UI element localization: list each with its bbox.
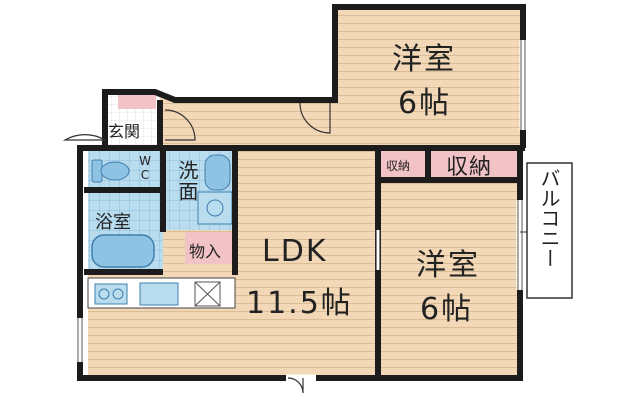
stove — [94, 283, 128, 305]
ldk-size: 11.5帖 — [246, 286, 353, 321]
hall-door-swing — [299, 102, 331, 134]
western-room-top-size: 6帖 — [398, 86, 452, 121]
washing-machine-area — [197, 191, 233, 225]
hallway-floor — [155, 95, 335, 148]
washroom-label: 洗面 — [175, 160, 199, 202]
ldk-name: LDK — [262, 234, 328, 269]
window-frames — [77, 40, 526, 362]
storage-ldk — [185, 232, 235, 264]
entrance-label: 玄関 — [108, 122, 141, 141]
burner-right-icon — [112, 288, 124, 300]
western-room-right-name: 洋室 — [416, 248, 480, 283]
kitchen-sink — [139, 282, 179, 306]
storage-small — [378, 148, 428, 180]
storage-ldk-label: 物入 — [189, 242, 222, 261]
fridge-cross-icon — [194, 281, 221, 307]
western-room-top-floor — [335, 10, 520, 148]
toilet-label: WC — [138, 154, 152, 182]
storage-small-label: 収納 — [386, 159, 411, 173]
entrance-step — [118, 95, 156, 109]
entrance-door — [62, 134, 106, 141]
walls — [77, 4, 526, 381]
balcony-door — [287, 377, 304, 394]
western-room-top-name: 洋室 — [392, 42, 456, 77]
balcony — [526, 162, 573, 299]
western-room-right-size: 6帖 — [420, 292, 474, 327]
storage-large — [428, 148, 520, 180]
wash-basin — [204, 154, 231, 191]
washer-drain — [206, 199, 224, 217]
bathtub — [91, 234, 155, 268]
burner-left-icon — [98, 288, 110, 300]
bathroom-label: 浴室 — [95, 212, 131, 233]
western-room-right-floor — [378, 180, 520, 375]
storage-large-label: 収納 — [446, 155, 493, 180]
doors — [62, 102, 381, 394]
washroom-door — [164, 109, 196, 141]
toilet-bowl — [100, 161, 130, 181]
balcony-label: バルコニー — [537, 168, 561, 268]
